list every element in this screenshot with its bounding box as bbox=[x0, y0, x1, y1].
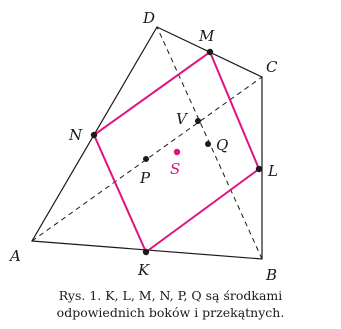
label-c: C bbox=[266, 58, 278, 76]
label-b: B bbox=[265, 266, 277, 280]
point-k bbox=[142, 248, 150, 256]
label-d: D bbox=[142, 9, 155, 27]
point-q bbox=[205, 141, 211, 147]
figure-caption: Rys. 1. K, L, M, N, P, Q są środkami odp… bbox=[0, 287, 341, 321]
label-m: M bbox=[198, 27, 215, 45]
point-p bbox=[143, 156, 149, 162]
label-s: S bbox=[170, 160, 180, 178]
point-s bbox=[173, 148, 181, 156]
point-n bbox=[90, 131, 98, 139]
label-k: K bbox=[137, 261, 150, 279]
point-l bbox=[255, 165, 263, 173]
diagonal-ac bbox=[31, 76, 263, 242]
quadrilateral-diagram: D M C V N Q P S L A K B bbox=[8, 9, 278, 280]
label-p: P bbox=[139, 169, 151, 187]
label-n: N bbox=[68, 126, 83, 144]
label-a: A bbox=[8, 247, 21, 265]
caption-line-2: odpowiednich boków i przekątnych. bbox=[56, 305, 285, 320]
label-q: Q bbox=[216, 136, 228, 154]
label-l: L bbox=[267, 162, 278, 180]
point-v bbox=[195, 118, 201, 124]
caption-line-1: Rys. 1. K, L, M, N, P, Q są środkami bbox=[58, 288, 283, 303]
label-v: V bbox=[176, 110, 189, 128]
point-m bbox=[206, 48, 214, 56]
